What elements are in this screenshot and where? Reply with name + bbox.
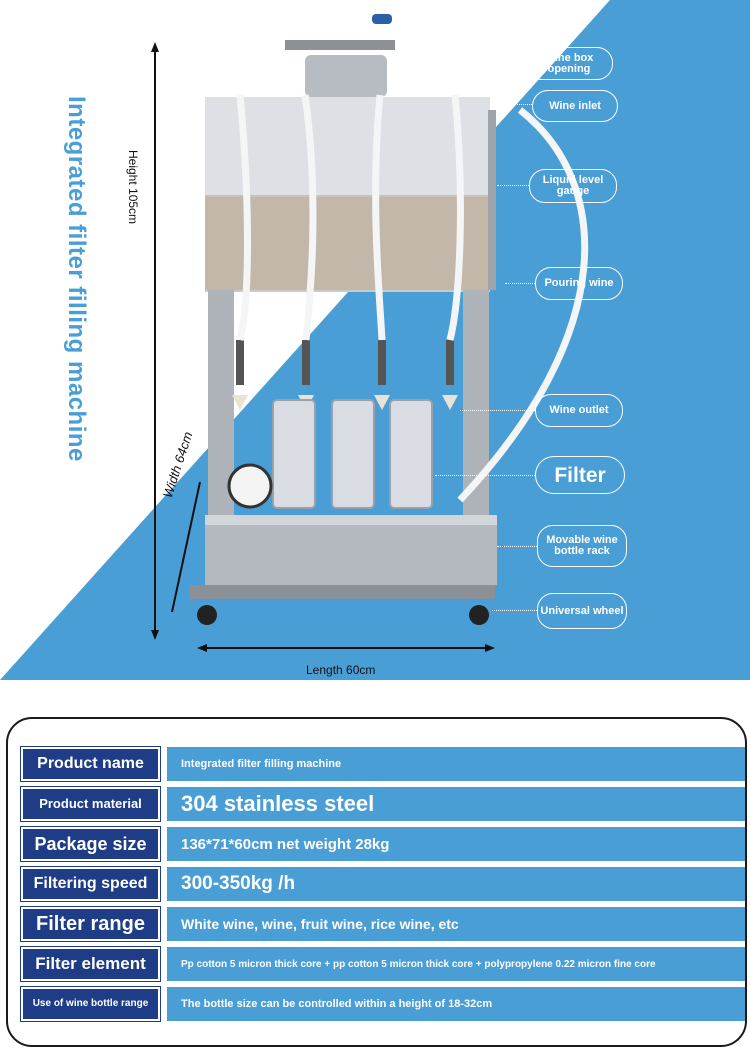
spec-row-wine-bottle-range: Use of wine bottle range The bottle size… [20,986,745,1022]
height-dimension-label: Height 105cm [126,150,140,225]
spec-value: White wine, wine, fruit wine, rice wine,… [167,907,745,941]
spec-value: Pp cotton 5 micron thick core + pp cotto… [167,947,745,981]
leader-line [435,475,535,476]
spec-label: Use of wine bottle range [20,986,161,1022]
spec-label: Product material [20,786,161,822]
spec-value: The bottle size can be controlled within… [167,987,745,1021]
spec-label: Package size [20,826,161,862]
spec-value: 300-350kg /h [167,867,745,901]
product-hero: Integrated filter filling machine Height… [0,0,750,680]
leader-line [497,185,529,186]
leader-line [505,283,535,284]
product-title-vertical: Integrated filter filling machine [63,96,90,462]
spec-row-product-name: Product name Integrated filter filling m… [20,746,745,782]
spec-row-filter-range: Filter range White wine, wine, fruit win… [20,906,745,942]
leader-line [497,546,537,547]
callout-liquid-level-gauge: Liquid level gauge [529,169,617,203]
callout-wine-box-opening: Wine box opening [525,47,613,80]
spec-value: 304 stainless steel [167,787,745,821]
spec-table: Product name Integrated filter filling m… [6,717,747,1047]
callout-movable-wine-bottle-rack: Movable wine bottle rack [537,525,627,567]
callout-filter: Filter [535,456,625,494]
spec-row-filtering-speed: Filtering speed 300-350kg /h [20,866,745,902]
callout-universal-wheel: Universal wheel [537,593,627,629]
leader-line [492,610,537,611]
callout-wine-inlet: Wine inlet [532,90,618,122]
spec-row-product-material: Product material 304 stainless steel [20,786,745,822]
spec-label: Filter range [20,906,161,942]
spec-value: 136*71*60cm net weight 28kg [167,827,745,861]
spec-row-package-size: Package size 136*71*60cm net weight 28kg [20,826,745,862]
leader-line [505,104,532,105]
machine-illustration [0,0,750,680]
spec-label: Product name [20,746,161,782]
spec-label: Filter element [20,946,161,982]
leader-line [460,410,535,411]
blue-background [0,0,750,680]
spec-value: Integrated filter filling machine [167,747,745,781]
length-dimension-label: Length 60cm [306,663,376,677]
spec-label: Filtering speed [20,866,161,902]
leader-line [388,63,526,64]
spec-row-filter-element: Filter element Pp cotton 5 micron thick … [20,946,745,982]
callout-wine-outlet: Wine outlet [535,394,623,427]
callout-pouring-wine: Pouring wine [535,267,623,300]
